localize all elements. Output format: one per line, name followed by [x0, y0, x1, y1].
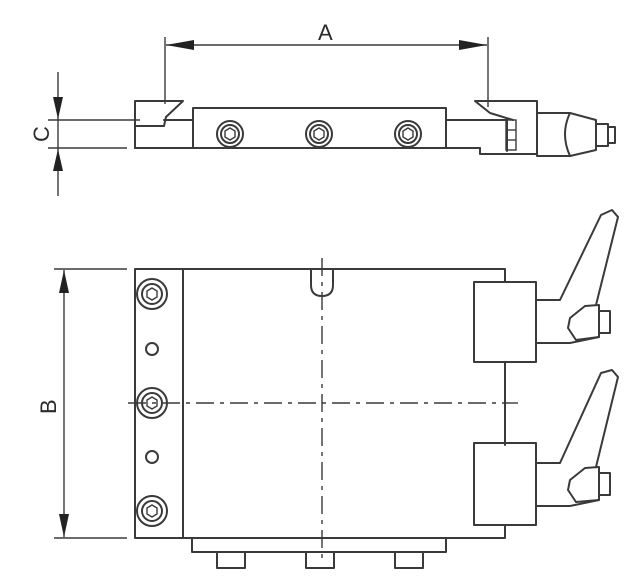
foot [216, 551, 246, 569]
dimension-b: B [36, 268, 127, 539]
arrow-right-icon [459, 40, 487, 50]
dimension-c-label: C [29, 126, 54, 142]
top-slot [310, 268, 334, 297]
clamp-knob-icon [536, 112, 616, 157]
right-jaw [445, 100, 616, 157]
bottom-base [191, 537, 447, 569]
main-body [128, 258, 518, 560]
foot [394, 551, 424, 569]
arrow-up-icon [53, 149, 63, 171]
dimension-a: A [164, 20, 489, 107]
dimension-a-label: A [318, 20, 333, 45]
arrow-down-icon [59, 514, 69, 537]
arrow-up-icon [59, 270, 69, 293]
dimension-c: C [29, 72, 140, 196]
dimension-b-label: B [36, 399, 61, 414]
arrow-down-icon [53, 97, 63, 119]
clamp-lever-icon [535, 209, 619, 344]
front-view: B [36, 209, 619, 569]
top-view: A C [29, 20, 616, 196]
screw-icon [216, 120, 244, 148]
screw-icon [136, 278, 168, 310]
foot [305, 551, 335, 569]
lower-clamp [473, 369, 619, 526]
clamp-lever-icon [535, 369, 619, 507]
hole-icon [145, 342, 159, 356]
upper-clamp [473, 209, 619, 363]
screw-icon [394, 120, 422, 148]
arrow-left-icon [166, 40, 194, 50]
hole-icon [145, 450, 159, 464]
screw-icon [136, 495, 168, 527]
center-bar [192, 107, 447, 149]
screw-icon [305, 120, 333, 148]
left-jaw [134, 100, 194, 149]
